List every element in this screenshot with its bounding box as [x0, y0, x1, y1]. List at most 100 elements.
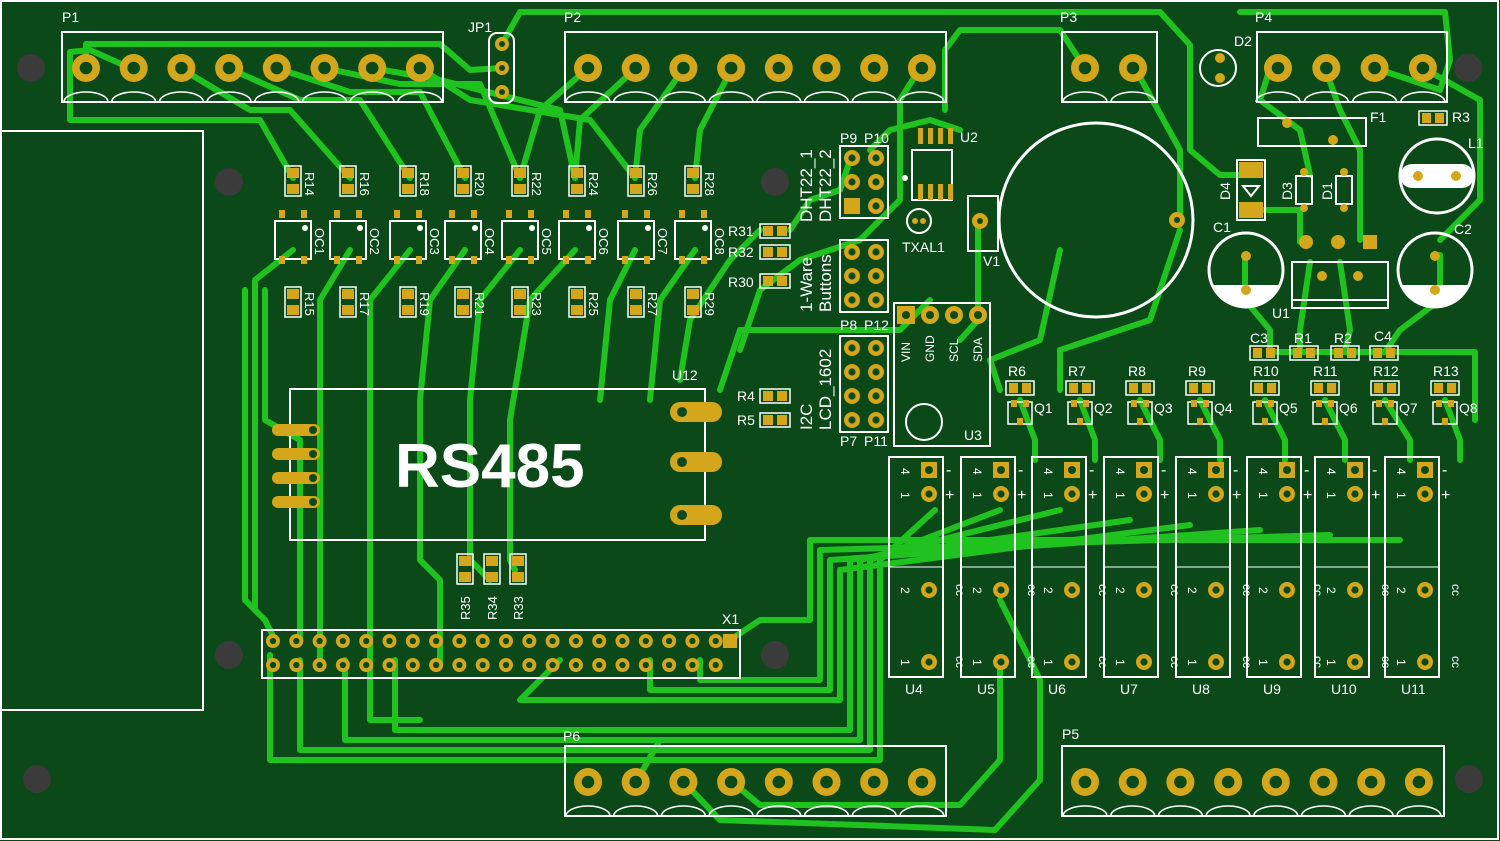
relay-mark-plus: + — [945, 487, 954, 504]
relay-pin — [1347, 486, 1363, 502]
relay-pin — [1347, 654, 1363, 670]
relay-mark-4: 4 — [1324, 468, 1338, 475]
resistor-R17: R17 — [339, 286, 372, 318]
label-L1: L1 — [1468, 135, 1484, 151]
resistor-R14: R14 — [284, 165, 317, 197]
header-silk-labels: DHT22_1 DHT22_2 1-Ware Buttons I2C LCD_1… — [797, 149, 835, 430]
opto-OC5: OC5 — [501, 210, 554, 264]
relay-pin — [1136, 654, 1152, 670]
header-pin — [868, 198, 884, 214]
header-pin — [844, 388, 860, 404]
opto-OC4: OC4 — [444, 210, 497, 264]
label-R1: R1 — [1294, 330, 1312, 346]
p2-pin-1 — [574, 54, 602, 82]
p6-pin-4 — [717, 768, 746, 796]
label-P9: P9 — [840, 130, 857, 146]
resistor-R34: R34 — [483, 553, 501, 620]
x1-pin — [359, 634, 374, 648]
p3-pin-2 — [1119, 54, 1147, 82]
x1-pin — [289, 634, 304, 648]
x1-pin — [266, 634, 280, 648]
fuse-F1: F1 — [1257, 109, 1387, 147]
x1-pin — [405, 634, 420, 648]
connector-P5: P5 — [1061, 726, 1445, 817]
label-OC8: OC8 — [712, 228, 727, 255]
resistor-R26: R26 — [627, 165, 660, 197]
x1-pin — [452, 634, 467, 648]
relay-mark-minus: - — [1161, 462, 1166, 479]
relay-mark-2: 2 — [1185, 587, 1199, 594]
resistor-R25: R25 — [568, 286, 601, 318]
x1-pin — [638, 634, 653, 648]
resistor-R12 — [1370, 380, 1400, 396]
p6-pin-6 — [812, 768, 841, 796]
relay-mark-2: 2 — [1041, 587, 1055, 594]
p4-pin-3 — [1360, 54, 1389, 82]
power-section: D2 F1 R3 L1 D4 D3 — [1199, 33, 1484, 361]
label-R8: R8 — [1128, 363, 1146, 379]
header-pin — [868, 150, 884, 166]
x1-pin — [685, 634, 700, 648]
p5-pin-4 — [1214, 768, 1243, 796]
p4-pin-arc — [1303, 91, 1350, 103]
label-R12: R12 — [1373, 363, 1399, 379]
label-R26: R26 — [645, 172, 660, 196]
label-R21: R21 — [472, 292, 487, 316]
label-dht22-1: DHT22_1 — [797, 149, 816, 222]
x1-pin — [335, 634, 350, 648]
label-X1: X1 — [722, 611, 739, 627]
relay-mark-minus: - — [1442, 462, 1447, 479]
header-P8-P12: P8 P12 — [839, 239, 889, 333]
relay-pin — [1279, 582, 1295, 598]
p5-pin-arc — [1157, 805, 1204, 817]
relay-mark-c: c — [1311, 656, 1325, 662]
resistor-R8 — [1125, 380, 1155, 396]
relay-pin — [1064, 486, 1080, 502]
relay-pin — [1064, 654, 1080, 670]
copper-traces — [67, 9, 1483, 833]
ic-U2: U2 — [902, 128, 978, 201]
x1-pin — [429, 634, 444, 648]
p6-pin-3 — [669, 768, 698, 796]
label-U1: U1 — [1272, 305, 1290, 321]
relay-mark-c: c — [1311, 662, 1325, 668]
jumper-JP1: JP1 — [468, 19, 515, 104]
p6-pin-arc — [803, 805, 850, 817]
relay-pin — [993, 654, 1009, 670]
relay-pin — [993, 582, 1009, 598]
x1-pin — [382, 634, 397, 648]
relay-pin — [1417, 654, 1433, 670]
resistor-R35: R35 — [456, 553, 474, 620]
relay-pin — [1136, 582, 1152, 598]
relay-mark-4: 4 — [1041, 468, 1055, 475]
resistor-R22: R22 — [511, 165, 544, 197]
label-V1: V1 — [983, 253, 1000, 269]
relay-mark-c: c — [1449, 590, 1463, 596]
x1-pin — [662, 658, 677, 672]
label-R4: R4 — [737, 388, 755, 404]
connector-P1: P1 — [61, 9, 444, 103]
x1-pin — [359, 658, 374, 672]
label-R20: R20 — [472, 172, 487, 196]
relay-mark-4: 4 — [898, 468, 912, 475]
relay-mark-1b: 1 — [1394, 659, 1408, 666]
relay-mark-4: 4 — [1256, 468, 1270, 475]
header-pin — [868, 364, 884, 380]
x1-pin1-square — [723, 634, 737, 648]
relay-mark-plus: + — [1371, 487, 1380, 504]
relay-mark-1b: 1 — [898, 659, 912, 666]
p1-pin-arc — [63, 91, 109, 103]
p5-pin-8 — [1404, 768, 1433, 796]
relay-mark-1: 1 — [1256, 492, 1270, 499]
p5-pin-arc — [1109, 805, 1156, 817]
label-C1: C1 — [1213, 219, 1231, 235]
resistor-R9 — [1185, 380, 1215, 396]
relay-mark-1b: 1 — [1256, 659, 1270, 666]
x1-pin — [499, 658, 513, 672]
relay-pin — [993, 486, 1009, 502]
p6-pin-arc — [660, 805, 707, 817]
relay-mark-1b: 1 — [1113, 659, 1127, 666]
